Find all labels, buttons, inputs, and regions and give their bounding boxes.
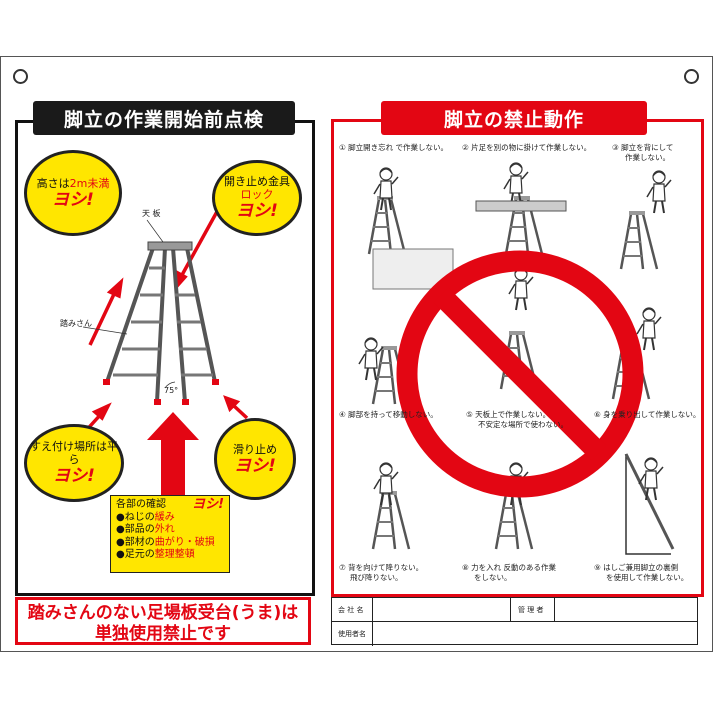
prohibited-title: 脚立の禁止動作	[381, 101, 647, 135]
caption-3a: ③ 脚立を背にして	[612, 143, 674, 152]
label-top-plate: 天 板	[142, 209, 161, 218]
caption-8a: ⑧ 力を入れ 反動のある作業	[462, 563, 556, 572]
company-label: 会 社 名	[338, 606, 364, 614]
prohibited-illustrations	[358, 162, 675, 555]
warning-banner: 踏みさんのない足場板受台(うま)は 単独使用禁止です	[15, 597, 311, 645]
check-item: ●部品の外れ	[116, 524, 175, 535]
mount-hole-left	[13, 69, 28, 84]
caption-9b: を使用して作業しない。	[606, 573, 689, 582]
form-row-company: 会 社 名 管 理 者	[332, 598, 697, 622]
caption-5b: 不安定な場所で使わない。	[478, 420, 568, 429]
arrow-lock	[180, 207, 221, 276]
caption-7a: ⑦ 背を向けて降りない。	[339, 563, 424, 572]
mount-hole-right	[684, 69, 699, 84]
ladder-illustration	[80, 207, 249, 495]
info-form: 会 社 名 管 理 者 使用者名	[331, 597, 698, 646]
arrow-slip	[231, 403, 249, 420]
prohibition-slash	[433, 287, 607, 461]
user-label: 使用者名	[338, 630, 366, 638]
warning-line-1: 踏みさんのない足場板受台(うま)は	[27, 603, 299, 623]
caption-2: ② 片足を別の物に掛けて作業しない。	[462, 143, 592, 152]
caption-4: ④ 脚部を持って移動しない。	[339, 410, 438, 419]
inspection-title: 脚立の作業開始前点検	[33, 101, 295, 135]
prohibition-circle	[396, 250, 644, 498]
bubble-height-check: 高さは2m未満 ヨシ!	[24, 150, 122, 236]
check-item: ●足元の整理整頓	[116, 549, 195, 560]
manager-label: 管 理 者	[518, 606, 544, 614]
big-up-arrow	[147, 412, 199, 495]
form-row-user: 使用者名	[332, 622, 697, 646]
check-item: ●部材の曲がり・破損	[116, 536, 215, 548]
caption-6: ⑥ 身を乗り出して作業しない。	[594, 410, 701, 419]
bubble-slip-check: 滑り止め ヨシ!	[214, 418, 296, 500]
label-angle: 75°	[164, 386, 179, 395]
label-step: 踏みさん	[60, 319, 92, 328]
caption-7b: 飛び降りない。	[350, 573, 403, 582]
parts-check-box: 各部の確認ヨシ! ●ねじの緩み ●部品の外れ ●部材の曲がり・破損 ●足元の整理…	[110, 495, 230, 573]
caption-9a: ⑨ はしご兼用脚立の裏側	[594, 563, 679, 572]
caption-8b: をしない。	[474, 573, 512, 582]
check-item: ●ねじの緩み	[116, 511, 175, 523]
arrow-height	[88, 291, 117, 346]
caption-5a: ⑤ 天板上で作業しない。	[466, 410, 551, 419]
caption-3b: 作業しない。	[625, 153, 670, 162]
bubble-lock-check: 開き止め金具 ロック ヨシ!	[212, 160, 302, 236]
warning-line-2: 単独使用禁止です	[95, 624, 231, 644]
bubble-level-check: すえ付け場所は平ら ヨシ!	[24, 424, 124, 502]
caption-1: ① 脚立開き忘れ で作業しない。	[339, 143, 448, 152]
